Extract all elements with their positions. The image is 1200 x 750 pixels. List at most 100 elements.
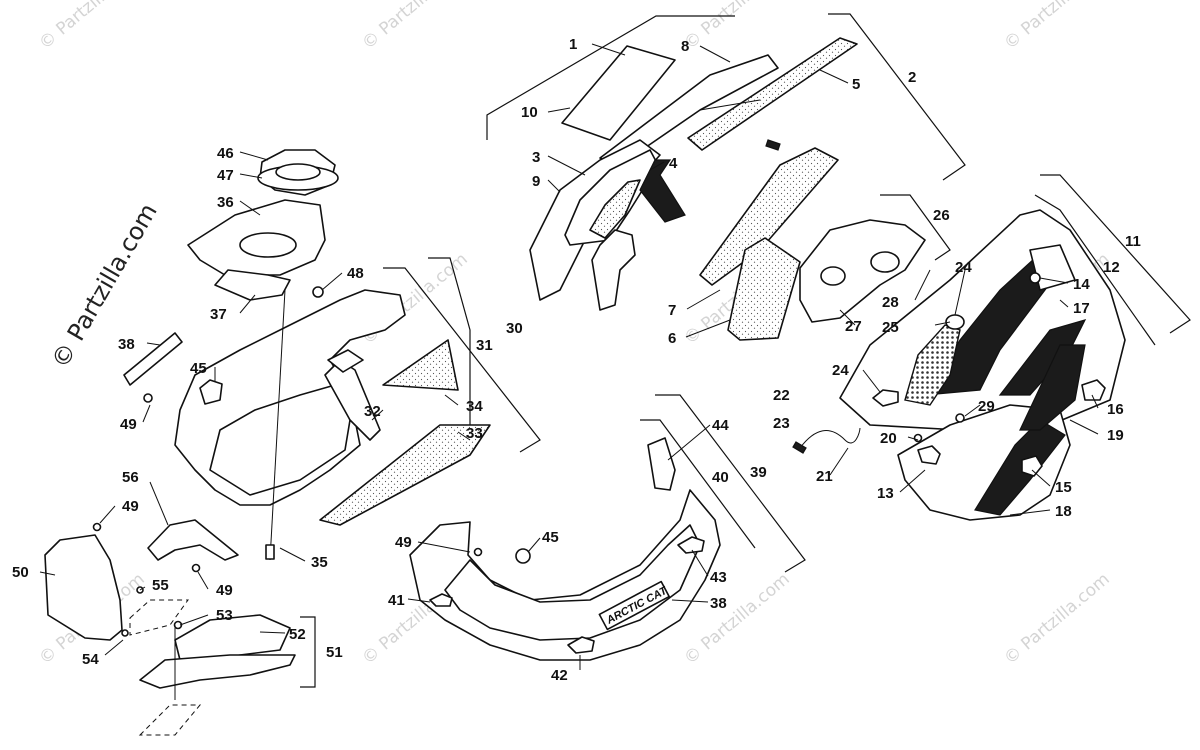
callout-13[interactable]: 13 — [877, 485, 894, 502]
callout-46[interactable]: 46 — [217, 145, 234, 162]
callout-45[interactable]: 45 — [542, 529, 559, 546]
callout-33[interactable]: 33 — [466, 425, 483, 442]
part-49-fastener[interactable] — [143, 393, 153, 403]
callout-47[interactable]: 47 — [217, 167, 234, 184]
callout-43[interactable]: 43 — [710, 569, 727, 586]
callout-41[interactable]: 41 — [388, 592, 405, 609]
callout-19[interactable]: 19 — [1107, 427, 1124, 444]
callout-42[interactable]: 42 — [551, 667, 568, 684]
callout-18[interactable]: 18 — [1055, 503, 1072, 520]
callout-54[interactable]: 54 — [82, 651, 99, 668]
fastener — [765, 139, 781, 151]
part-34-pad[interactable] — [382, 339, 459, 391]
part-33-pad[interactable] — [319, 424, 491, 526]
callout-49[interactable]: 49 — [120, 416, 137, 433]
callout-45[interactable]: 45 — [190, 360, 207, 377]
part-37-bracket[interactable] — [214, 269, 291, 301]
callout-38[interactable]: 38 — [118, 336, 135, 353]
callout-52[interactable]: 52 — [289, 626, 306, 643]
callout-14[interactable]: 14 — [1073, 276, 1090, 293]
callout-37[interactable]: 37 — [210, 306, 227, 323]
callout-11[interactable]: 11 — [1125, 233, 1141, 250]
callout-53[interactable]: 53 — [216, 607, 233, 624]
callout-10[interactable]: 10 — [521, 104, 538, 121]
callout-49[interactable]: 49 — [122, 498, 139, 515]
callout-49[interactable]: 49 — [216, 582, 233, 599]
callout-34[interactable]: 34 — [466, 398, 483, 415]
part-7-pad[interactable] — [699, 147, 839, 286]
part-56-shield[interactable] — [147, 519, 239, 561]
callout-5[interactable]: 5 — [852, 76, 860, 93]
part-41-lens[interactable] — [429, 593, 453, 607]
callout-20[interactable]: 20 — [880, 430, 897, 447]
callout-29[interactable]: 29 — [978, 398, 995, 415]
part-13-lens[interactable] — [917, 445, 941, 465]
callout-16[interactable]: 16 — [1107, 401, 1124, 418]
callout-50[interactable]: 50 — [12, 564, 29, 581]
callout-32[interactable]: 32 — [364, 403, 381, 420]
callout-48[interactable]: 48 — [347, 265, 364, 282]
part-45-grommet[interactable] — [515, 548, 531, 564]
callout-40[interactable]: 40 — [712, 469, 729, 486]
part-54-fastener[interactable] — [121, 629, 129, 637]
callout-56[interactable]: 56 — [122, 469, 139, 486]
part-27-headlight-housing[interactable] — [799, 219, 926, 323]
callout-1[interactable]: 1 — [569, 36, 577, 53]
callout-8[interactable]: 8 — [681, 38, 689, 55]
part-49-fastener[interactable] — [473, 547, 483, 557]
part-35-clip[interactable] — [265, 544, 275, 560]
part-5-pad[interactable] — [687, 37, 858, 151]
callout-24[interactable]: 24 — [832, 362, 849, 379]
callout-17[interactable]: 17 — [1073, 300, 1090, 317]
callout-9[interactable]: 9 — [532, 173, 540, 190]
part-51-tail-base[interactable] — [139, 654, 296, 689]
callout-22[interactable]: 22 — [773, 387, 790, 404]
part-50-side-panel[interactable] — [44, 534, 123, 641]
callout-35[interactable]: 35 — [311, 554, 328, 571]
callout-30[interactable]: 30 — [506, 320, 523, 337]
part-20-fastener[interactable] — [913, 433, 923, 443]
part-44-tab[interactable] — [647, 437, 676, 491]
part-29-fastener[interactable] — [955, 413, 965, 423]
part-48-fastener[interactable] — [312, 286, 324, 298]
callout-28[interactable]: 28 — [882, 294, 899, 311]
callout-38[interactable]: 38 — [710, 595, 727, 612]
callout-26[interactable]: 26 — [933, 207, 950, 224]
callout-27[interactable]: 27 — [845, 318, 862, 335]
part-16-lens[interactable] — [1081, 379, 1106, 401]
callout-55[interactable]: 55 — [152, 577, 169, 594]
callout-6[interactable]: 6 — [668, 330, 676, 347]
part-42-lens[interactable] — [567, 636, 595, 654]
nose-piece[interactable] — [591, 229, 636, 311]
callout-24[interactable]: 24 — [955, 259, 972, 276]
part-14-fastener[interactable] — [1029, 272, 1041, 284]
callout-3[interactable]: 3 — [532, 149, 540, 166]
callout-15[interactable]: 15 — [1055, 479, 1072, 496]
callout-7[interactable]: 7 — [668, 302, 676, 319]
callout-21[interactable]: 21 — [816, 468, 833, 485]
part-6-pad[interactable] — [727, 237, 801, 341]
part-24-marker-light[interactable] — [872, 389, 899, 407]
part-25-vent-mesh[interactable] — [904, 324, 961, 406]
console-group: ARCTIC CAT — [123, 149, 806, 661]
part-10-decal[interactable] — [561, 45, 676, 141]
callout-2[interactable]: 2 — [908, 69, 916, 86]
callout-23[interactable]: 23 — [773, 415, 790, 432]
callout-39[interactable]: 39 — [750, 464, 767, 481]
part-43-lens[interactable] — [677, 536, 705, 554]
part-38-decal[interactable] — [123, 332, 183, 386]
part-49-fastener[interactable] — [191, 563, 201, 573]
callout-12[interactable]: 12 — [1103, 259, 1120, 276]
callout-49[interactable]: 49 — [395, 534, 412, 551]
part-47-gauge-ring-inner — [275, 163, 321, 181]
bracket-group-1 — [486, 15, 735, 140]
part-45-mount[interactable] — [199, 379, 223, 405]
callout-36[interactable]: 36 — [217, 194, 234, 211]
part-15-lens[interactable] — [1021, 455, 1043, 477]
callout-4[interactable]: 4 — [669, 155, 678, 172]
callout-51[interactable]: 51 — [326, 644, 343, 661]
callout-44[interactable]: 44 — [712, 417, 729, 434]
callout-31[interactable]: 31 — [476, 337, 493, 354]
callout-25[interactable]: 25 — [882, 319, 899, 336]
part-49-fastener[interactable] — [92, 522, 102, 532]
